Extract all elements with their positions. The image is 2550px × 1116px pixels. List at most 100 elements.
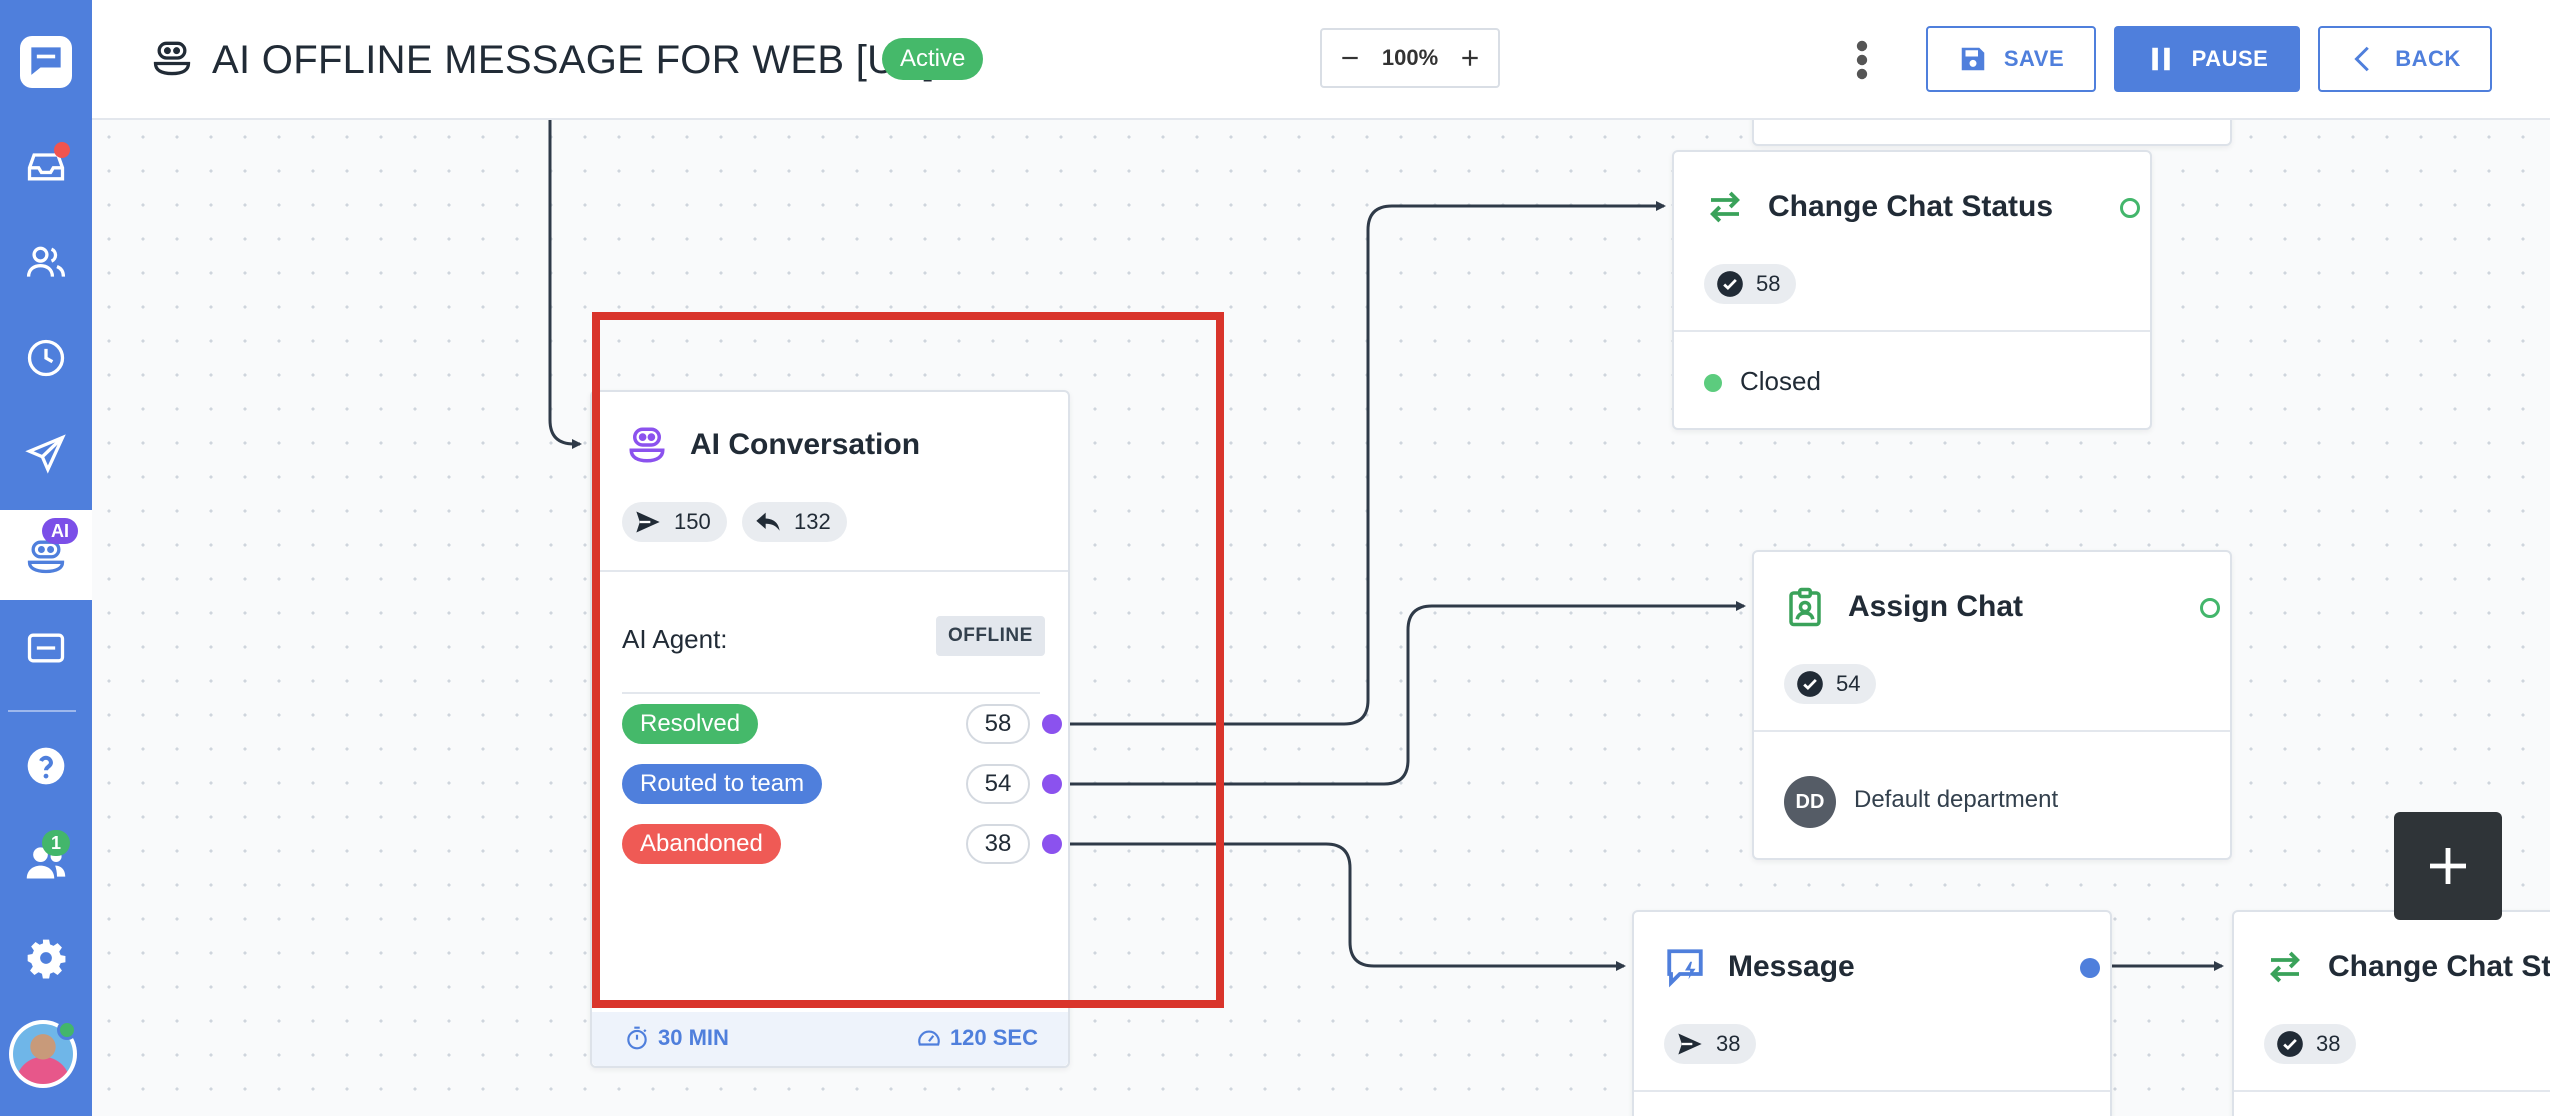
ai-bot-icon <box>153 41 191 76</box>
count-value: 132 <box>794 509 831 534</box>
pause-button[interactable]: PAUSE <box>2114 26 2300 92</box>
node-partial-top[interactable] <box>1752 120 2232 146</box>
plus-icon <box>1462 50 1478 66</box>
chevron-left-icon <box>2354 46 2370 72</box>
user-avatar[interactable] <box>9 1020 77 1088</box>
connector-routed <box>1068 601 1746 786</box>
sidebar-item-widget[interactable] <box>0 608 92 688</box>
outcome-routed-badge: Routed to team <box>622 764 823 804</box>
outcome-resolved-badge: Resolved <box>622 704 759 744</box>
timeout-setting: 30 MIN <box>624 1025 729 1051</box>
node-message[interactable]: Message 38 <box>1632 910 2112 1116</box>
count-value: 38 <box>2316 1031 2341 1056</box>
output-port[interactable] <box>2120 198 2140 218</box>
online-indicator <box>57 1020 77 1040</box>
sidebar-item-team[interactable]: 1 <box>0 822 92 902</box>
sidebar-item-logo[interactable] <box>0 22 92 102</box>
count-value: 54 <box>1836 671 1861 696</box>
count-value: 150 <box>674 509 711 534</box>
node-header: Change Chat Sta <box>2264 946 2550 988</box>
check-circle-icon <box>2277 1031 2303 1057</box>
reply-count: 132 <box>742 502 847 542</box>
outcome-abandoned-badge: Abandoned <box>622 824 781 864</box>
divider <box>592 570 1068 572</box>
completed-count: 38 <box>2264 1024 2357 1064</box>
divider <box>1674 330 2150 332</box>
badge-id-icon <box>1789 587 1821 627</box>
department-name: Default department <box>1854 786 2059 813</box>
output-port[interactable] <box>2200 598 2220 618</box>
back-button[interactable]: BACK <box>2318 26 2492 92</box>
sent-count: 38 <box>1664 1024 1757 1064</box>
divider <box>1754 730 2230 732</box>
pause-label: PAUSE <box>2191 46 2269 71</box>
timeout-value: 30 MIN <box>658 1025 729 1050</box>
zoom-control: 100% <box>1320 28 1500 88</box>
delay-value: 120 SEC <box>949 1025 1038 1050</box>
department-avatar: DD <box>1784 776 1836 828</box>
outcome-resolved-count: 58 <box>966 704 1030 744</box>
outcome-resolved-port[interactable] <box>1042 714 1062 734</box>
help-icon <box>27 747 65 785</box>
outcome-abandoned-port[interactable] <box>1042 834 1062 854</box>
back-label: BACK <box>2395 46 2461 71</box>
reply-icon <box>756 512 780 531</box>
sidebar-item-ai[interactable]: AI <box>0 510 92 600</box>
node-change-chat-status-2[interactable]: Change Chat Sta 38 <box>2232 910 2550 1116</box>
sidebar-item-contacts[interactable] <box>0 222 92 302</box>
node-footer: 30 MIN 120 SEC <box>592 1012 1068 1066</box>
sidebar-item-settings[interactable] <box>0 918 92 998</box>
ai-agent-label: AI Agent: <box>622 624 728 654</box>
zoom-out-button[interactable] <box>1336 44 1364 72</box>
page-title: AI OFFLINE MESSAGE FOR WEB [UK] <box>212 38 935 82</box>
sidebar-item-help[interactable] <box>0 726 92 806</box>
plus-icon <box>2430 848 2466 884</box>
node-header: Message <box>1664 946 1855 988</box>
swap-arrows-icon <box>2270 951 2300 983</box>
sidebar-item-history[interactable] <box>0 318 92 398</box>
more-options-icon[interactable] <box>1854 40 1870 80</box>
outcome-abandoned-count: 38 <box>966 824 1030 864</box>
send-icon <box>25 434 66 474</box>
node-header: Change Chat Status <box>1704 186 2053 228</box>
zoom-level: 100% <box>1381 45 1439 70</box>
sidebar: AI 1 <box>0 0 92 1116</box>
divider <box>2234 1090 2550 1092</box>
header: AI OFFLINE MESSAGE FOR WEB [UK] Active 1… <box>92 0 2550 120</box>
sidebar-item-inbox[interactable] <box>0 126 92 206</box>
swap-arrows-icon <box>1710 191 1740 223</box>
sidebar-divider <box>8 710 76 712</box>
count-value: 38 <box>1716 1031 1741 1056</box>
widget-icon <box>27 633 65 663</box>
divider <box>622 692 1040 694</box>
check-circle-icon <box>1717 271 1743 297</box>
sidebar-item-campaigns[interactable] <box>0 414 92 494</box>
outcome-routed-port[interactable] <box>1042 774 1062 794</box>
agent-status-badge: OFFLINE <box>936 616 1045 656</box>
notification-dot <box>54 142 70 158</box>
add-node-button[interactable] <box>2394 812 2502 920</box>
node-header: Assign Chat <box>1784 586 2023 628</box>
inbox-icon <box>27 153 65 181</box>
send-icon <box>1678 1033 1702 1055</box>
outcome-routed-count: 54 <box>966 764 1030 804</box>
flow-canvas[interactable]: Change Chat Status 58 Closed Assign Chat… <box>92 120 2550 1116</box>
node-title: Assign Chat <box>1848 590 2024 623</box>
node-assign-chat[interactable]: Assign Chat 54 DD Default department <box>1752 550 2232 860</box>
speedometer-icon <box>918 1030 940 1046</box>
node-header: AI Conversation <box>626 424 920 466</box>
node-change-chat-status[interactable]: Change Chat Status 58 Closed <box>1672 150 2152 430</box>
zoom-in-button[interactable] <box>1456 44 1484 72</box>
completed-count: 54 <box>1784 664 1877 704</box>
node-title: Message <box>1728 950 1855 983</box>
node-ai-conversation[interactable]: AI Conversation 150 132 AI Agent: OFFLIN… <box>590 390 1070 1068</box>
ai-bot-icon <box>629 427 665 463</box>
status-badge: Active <box>882 38 984 80</box>
completed-count: 58 <box>1704 264 1797 304</box>
save-button[interactable]: SAVE <box>1926 26 2096 92</box>
save-label: SAVE <box>2003 46 2065 71</box>
minus-icon <box>1342 56 1358 60</box>
team-badge: 1 <box>42 830 70 856</box>
pause-icon <box>2151 47 2170 71</box>
output-port[interactable] <box>2080 958 2100 978</box>
